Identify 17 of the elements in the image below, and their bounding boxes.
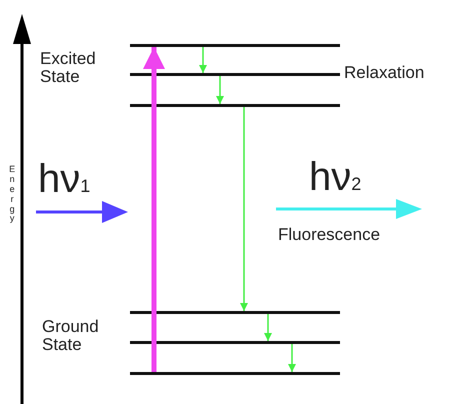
axis-label: Energy [9, 165, 16, 224]
process-label: Fluorescence [278, 226, 380, 244]
transition-arrow [199, 47, 207, 73]
state-label: Ground State [42, 318, 100, 354]
energy-level-line [130, 104, 340, 107]
transition-arrow [143, 47, 165, 372]
level-label: Relaxation [344, 64, 424, 82]
transition-arrow [240, 107, 248, 311]
energy-level-line [130, 44, 340, 47]
transition-arrow [216, 76, 224, 104]
energy-level-line [130, 311, 340, 314]
energy-level-line [130, 73, 340, 76]
energy-level-line [130, 372, 340, 375]
transition-arrow [288, 344, 296, 372]
energy-level-line [130, 341, 340, 344]
state-label: Excited State [40, 50, 97, 86]
transition-arrow [264, 314, 272, 341]
